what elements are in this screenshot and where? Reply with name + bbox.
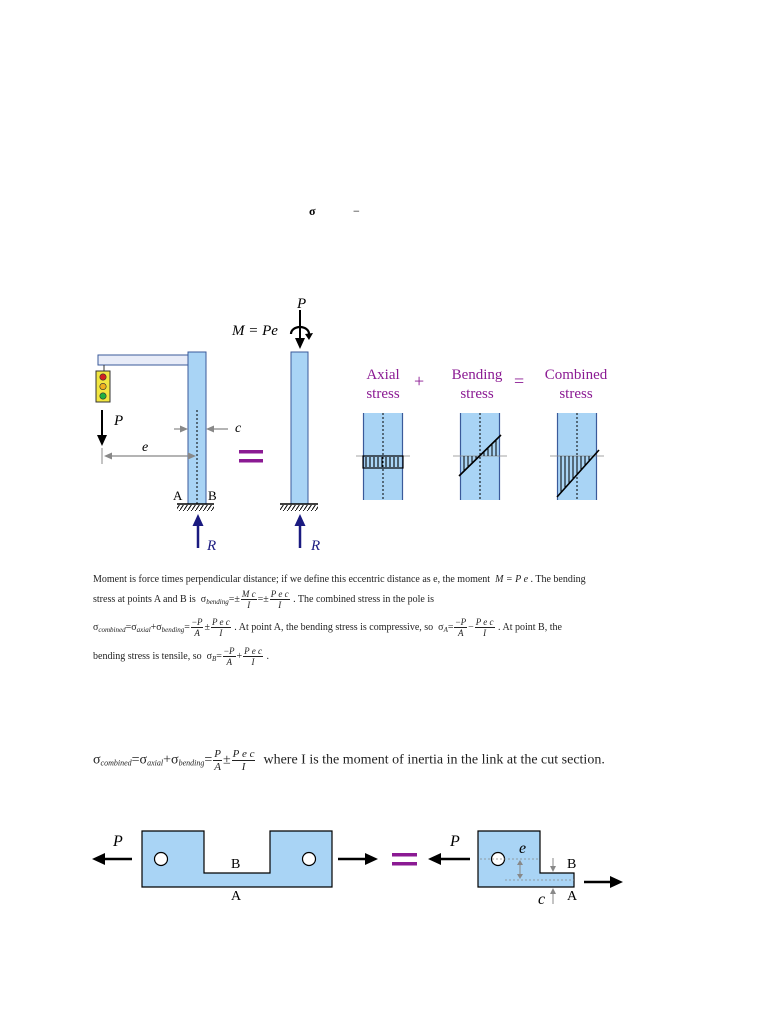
pole-equivalent xyxy=(290,351,309,505)
label-p-left: P xyxy=(114,413,124,429)
label-c: c xyxy=(235,421,242,436)
combined-stress-box xyxy=(550,413,604,500)
header-sigma: σ xyxy=(309,204,316,218)
link-label-e: e xyxy=(519,840,527,857)
link-label-p-right: P xyxy=(450,833,460,850)
label-r2: R xyxy=(311,538,321,554)
link-label-b-right: B xyxy=(567,857,577,872)
tension-arrow-left-icon xyxy=(92,853,105,865)
reaction-arrow-icon xyxy=(192,514,204,526)
label-a: A xyxy=(173,488,183,503)
header-dash: − xyxy=(353,204,360,218)
paragraph-line-2: stress at points A and B is σbending=±M … xyxy=(93,589,435,610)
axial-stress-box xyxy=(356,413,410,500)
link-label-a: A xyxy=(231,889,242,904)
label-b: B xyxy=(208,488,217,503)
moment-arrow-icon xyxy=(289,325,311,335)
label-moment: M = Pe xyxy=(232,323,278,339)
equals-sign: = xyxy=(514,371,525,391)
label-r1: R xyxy=(207,538,217,554)
link-label-b: B xyxy=(231,857,241,872)
plus-sign: + xyxy=(414,371,425,391)
paragraph-line-1: Moment is force times perpendicular dist… xyxy=(93,574,586,585)
force-arrow-icon xyxy=(97,435,107,446)
link-diagram xyxy=(92,830,623,904)
link-label-c: c xyxy=(538,891,546,908)
link-shape xyxy=(141,830,333,888)
link-label-a-right: A xyxy=(567,889,578,904)
label-e: e xyxy=(142,440,149,455)
label-p-top: P xyxy=(297,296,307,312)
tension-arrow-right-icon xyxy=(365,853,378,865)
bending-stress-box xyxy=(453,413,507,500)
link-label-p-left: P xyxy=(113,833,123,850)
